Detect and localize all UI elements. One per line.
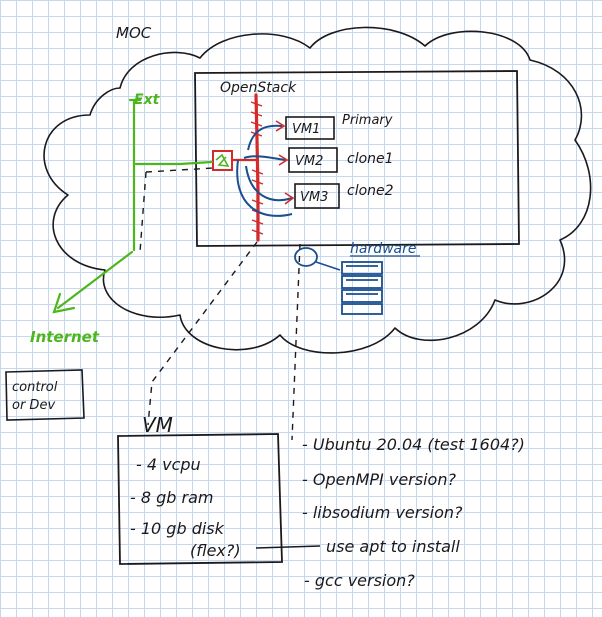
vm-spec-3: - 10 gb disk xyxy=(130,519,225,538)
moc-cloud xyxy=(43,26,592,354)
router-node-scribble xyxy=(215,153,230,167)
vm-connectors xyxy=(236,124,293,217)
vm1-role: Primary xyxy=(342,113,393,128)
hardware-cable-icon xyxy=(294,247,318,267)
note-3: - libsodium version? xyxy=(302,503,463,522)
vm3-role: clone2 xyxy=(347,183,394,199)
ext-label: Ext xyxy=(134,92,161,108)
vm-spec-box xyxy=(117,433,283,565)
vm-spec-2: - 8 gb ram xyxy=(130,488,214,507)
note-4: use apt to install xyxy=(326,537,460,556)
control-label-1: control xyxy=(12,380,58,395)
vm1-name: VM1 xyxy=(292,122,320,137)
hardware-cable-wire xyxy=(315,261,341,271)
openstack-box xyxy=(194,70,520,247)
vm3-box xyxy=(294,183,340,209)
openstack-label: OpenStack xyxy=(220,80,297,96)
hardware-stack xyxy=(341,261,383,315)
vm3-name: VM3 xyxy=(300,190,328,205)
note-5: - gcc version? xyxy=(304,571,415,590)
vm-spec-4: (flex?) xyxy=(190,541,241,560)
internet-label: Internet xyxy=(30,328,100,346)
switch-bus-line xyxy=(254,93,260,242)
note-2: - OpenMPI version? xyxy=(302,470,456,489)
vm-arrowheads xyxy=(275,120,295,205)
cloud-label: MOC xyxy=(116,24,152,42)
vm2-role: clone1 xyxy=(347,151,394,167)
vm2-name: VM2 xyxy=(295,154,323,169)
vm-spec-1: - 4 vcpu xyxy=(136,455,201,474)
ext-line xyxy=(52,98,214,314)
control-label-2: or Dev xyxy=(12,398,55,413)
control-box xyxy=(5,369,85,421)
vm1-box xyxy=(285,116,335,140)
vm-spec-title: VM xyxy=(142,413,173,437)
dashed-links xyxy=(139,167,301,441)
hardware-label: hardware xyxy=(350,241,417,257)
vm-flex-arrow xyxy=(255,545,321,549)
note-1: - Ubuntu 20.04 (test 1604?) xyxy=(302,435,525,454)
vm2-box xyxy=(288,147,338,173)
